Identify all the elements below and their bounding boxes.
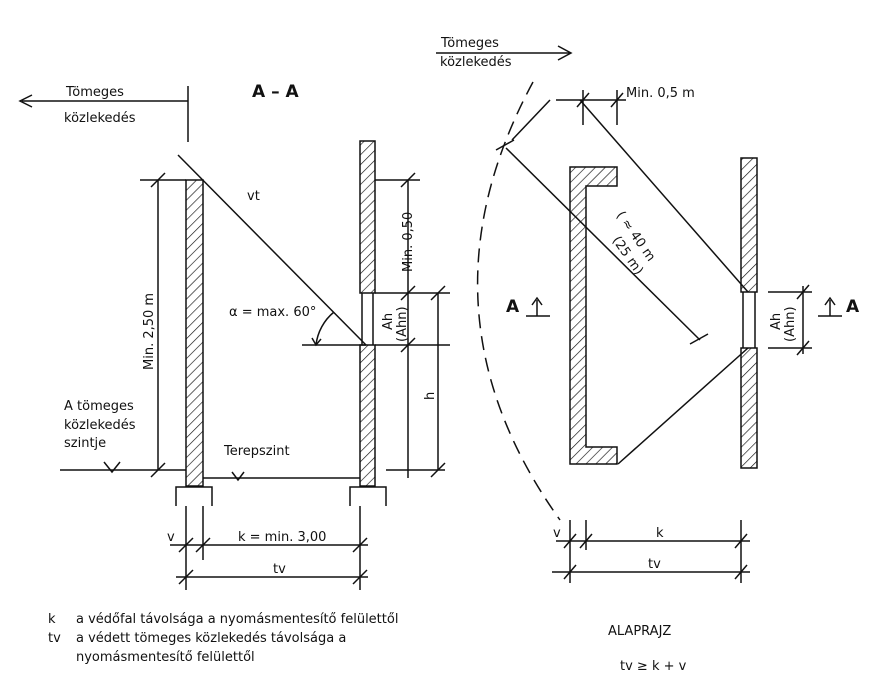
section-traffic-label-1: Tömeges [65, 85, 124, 100]
plan-vent-label: Ah [769, 313, 784, 330]
section-dim-k: k = min. 3,00 [238, 530, 326, 545]
traffic-level-marker [103, 461, 121, 474]
building-wall-plan-upper [740, 157, 758, 293]
ground-label: Terepszint [223, 444, 290, 459]
protective-wall-plan [569, 166, 618, 465]
section-mark-right-label: A [846, 297, 860, 317]
legend-k-symbol: k [48, 612, 56, 627]
upper-dim-label: Min. 0,50 [401, 212, 416, 272]
legend-row-tv: tv a védett tömeges közlekedés távolsága … [48, 629, 468, 648]
legend-row-k: k a védőfal távolsága a nyomásmentesítő f… [48, 610, 468, 629]
level-label-2: közlekedés [64, 418, 136, 433]
building-wall-upper [359, 140, 376, 294]
h-label: h [423, 392, 438, 400]
plan-traffic-arrow-head [557, 45, 573, 61]
plan-title: ALAPRAJZ [608, 624, 671, 639]
plan-traffic-label-1: Tömeges [440, 36, 499, 51]
ground-marker [231, 471, 245, 482]
building-wall-lower [359, 344, 376, 487]
building-wall-plan-lower [740, 347, 758, 469]
pressure-arc [476, 81, 561, 521]
section-dim-tv: tv [273, 562, 286, 577]
legend-tv-symbol: tv [48, 631, 61, 646]
wall-height-label: Min. 2,50 m [142, 293, 157, 370]
plan-upper-diagonal [579, 99, 749, 293]
section-traffic-label-2: közlekedés [64, 111, 136, 126]
pressure-diagonal [177, 154, 367, 346]
level-label-1: A tömeges [64, 399, 134, 414]
plan-dim-v: v [553, 526, 561, 541]
plan-min-label: Min. 0,5 m [626, 86, 695, 101]
protective-wall-footing [175, 486, 213, 506]
legend-tv-text-1: a védett tömeges közlekedés távolsága a [76, 631, 347, 646]
section-mark-left-label: A [506, 297, 520, 317]
legend-row-tv-2: nyomásmentesítő felülettől [48, 648, 468, 667]
plan-vent-sub-label: (Ahn) [783, 306, 798, 342]
legend-k-text: a védőfal távolsága a nyomásmentesítő fe… [76, 612, 399, 627]
angle-arc [315, 311, 335, 346]
plan-dim-k: k [656, 526, 664, 541]
plan-radius-line [505, 147, 701, 341]
angle-arrow [311, 337, 322, 347]
section-vent-label: Ah [381, 313, 396, 330]
legend: k a védőfal távolsága a nyomásmentesítő f… [48, 610, 468, 667]
traffic-arrow-head [18, 94, 33, 108]
plan-dim-tv: tv [648, 557, 661, 572]
plan-lower-diagonal [617, 347, 749, 465]
plan-traffic-label-2: közlekedés [440, 55, 512, 70]
plan-formula: tv ≥ k + v [620, 659, 687, 674]
section-view [18, 86, 450, 590]
angle-label: α = max. 60° [229, 305, 316, 320]
protective-wall [185, 179, 204, 487]
section-texts: Tömeges közlekedés A – A vt α = max. 60°… [64, 82, 438, 577]
section-dim-v: v [167, 530, 175, 545]
building-wall-footing [349, 486, 387, 506]
section-title: A – A [252, 82, 299, 102]
section-vent-sub-label: (Ahn) [395, 306, 410, 342]
legend-tv-text-2: nyomásmentesítő felülettől [76, 650, 255, 665]
vt-label: vt [247, 189, 260, 204]
plan-view [436, 45, 842, 583]
level-label-3: szintje [64, 436, 106, 451]
